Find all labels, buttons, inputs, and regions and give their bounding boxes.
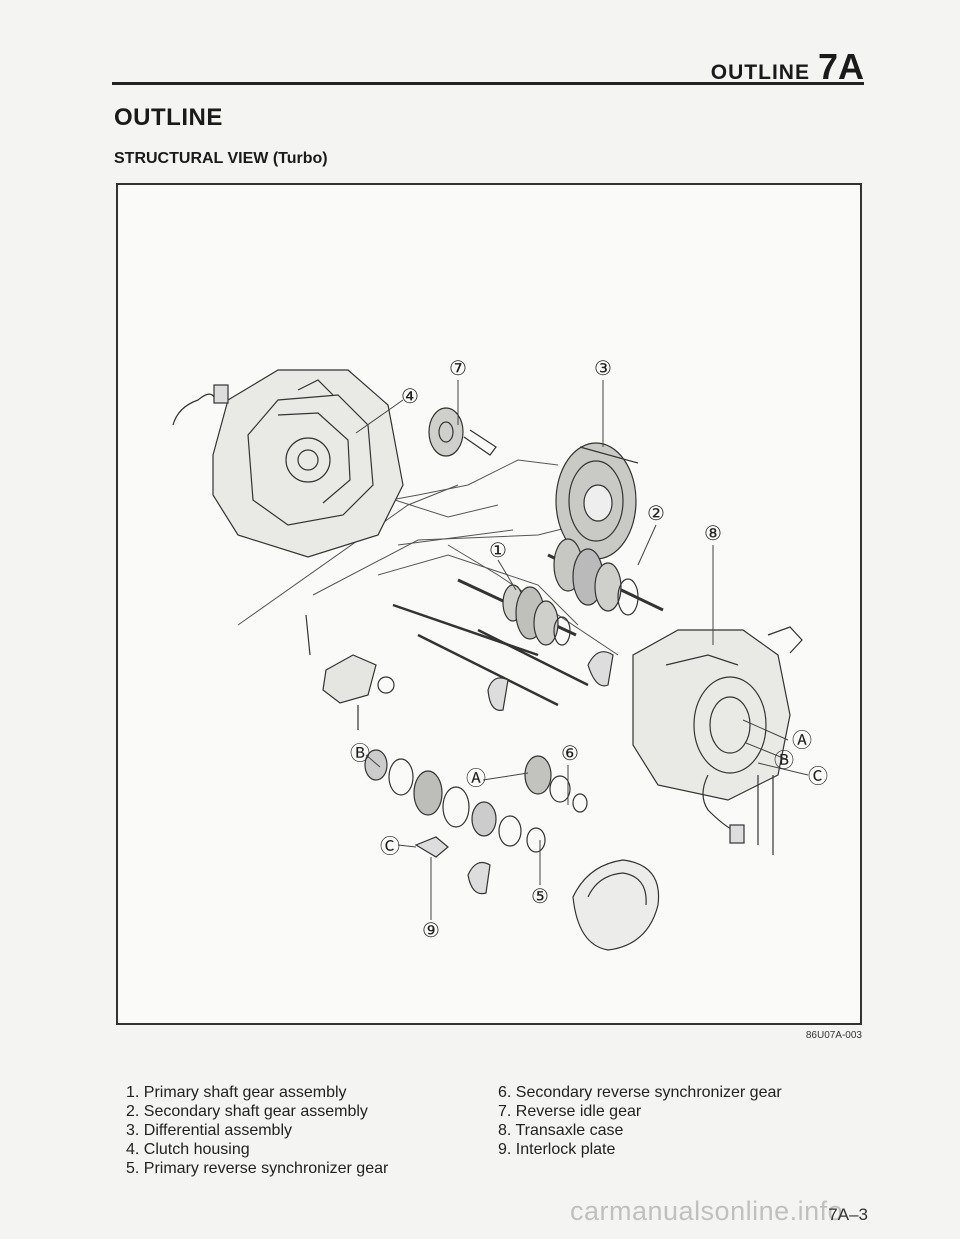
- legend-item: 1. Primary shaft gear assembly: [126, 1084, 347, 1101]
- callout-a-left: Ⓐ: [466, 766, 486, 790]
- primary-shaft-part: [457, 578, 577, 646]
- callout-c-right: Ⓒ: [808, 764, 828, 788]
- legend-left: 1. Primary shaft gear assembly 2. Second…: [126, 1083, 388, 1178]
- clutch-housing-part: [212, 369, 404, 558]
- legend-item: 6. Secondary reverse synchronizer gear: [498, 1084, 782, 1101]
- reverse-synchronizer-gears-part: [364, 749, 588, 853]
- interlock-plate-part: [414, 836, 491, 895]
- callout-b-left: Ⓑ: [350, 741, 370, 765]
- page-header: OUTLINE 7A: [112, 42, 864, 87]
- legend-item: 7. Reverse idle gear: [498, 1103, 642, 1120]
- legend-item: 9. Interlock plate: [498, 1141, 616, 1158]
- header-section-word: OUTLINE: [710, 61, 810, 84]
- header-chapter-number: 7A: [817, 46, 864, 87]
- harness-part: [702, 774, 774, 855]
- callout-6: ⑥: [561, 741, 579, 765]
- exploded-view-drawing: ⑦ ③ ④ ② ① ⑧ ⑥ ⑤ ⑨ Ⓑ Ⓐ Ⓒ Ⓐ Ⓑ Ⓒ: [172, 356, 828, 951]
- callout-4: ④: [401, 384, 419, 408]
- legend-item: 8. Transaxle case: [498, 1122, 624, 1139]
- subsection-title: STRUCTURAL VIEW (Turbo): [114, 150, 328, 167]
- transaxle-case-part: [632, 626, 803, 801]
- legend-item: 4. Clutch housing: [126, 1141, 250, 1158]
- legend-right: 6. Secondary reverse synchronizer gear 7…: [498, 1083, 782, 1159]
- callout-3: ③: [594, 356, 612, 380]
- callout-c-left: Ⓒ: [380, 834, 400, 858]
- callout-8: ⑧: [704, 521, 722, 545]
- side-cover-part: [572, 859, 660, 951]
- structural-view-figure: ⑦ ③ ④ ② ① ⑧ ⑥ ⑤ ⑨ Ⓑ Ⓐ Ⓒ Ⓐ Ⓑ Ⓒ: [116, 183, 862, 1025]
- legend-item: 3. Differential assembly: [126, 1122, 292, 1139]
- callout-2: ②: [647, 501, 665, 525]
- watermark: carmanualsonline.info: [570, 1196, 844, 1226]
- header-text: OUTLINE 7A: [711, 46, 864, 88]
- figure-code: 86U07A-003: [805, 1030, 862, 1041]
- secondary-shaft-part: [547, 538, 664, 616]
- reverse-idle-gear-part: [428, 407, 497, 457]
- shift-rods-part: [392, 603, 614, 711]
- legend-item: 5. Primary reverse synchronizer gear: [126, 1160, 389, 1177]
- callout-5: ⑤: [531, 884, 549, 908]
- callout-1: ①: [489, 538, 507, 562]
- callout-9: ⑨: [422, 918, 440, 942]
- callout-leaders: [355, 380, 809, 920]
- callout-a-right: Ⓐ: [792, 728, 812, 752]
- speed-sensor-part: [172, 384, 229, 426]
- callout-b-right: Ⓑ: [774, 748, 794, 772]
- header-rule: [112, 82, 864, 85]
- page-number: 7A–3: [828, 1205, 868, 1224]
- legend-item: 2. Secondary shaft gear assembly: [126, 1103, 368, 1120]
- selector-plate-part: [305, 614, 395, 730]
- guide-lines: [237, 459, 619, 656]
- section-title: OUTLINE: [114, 104, 223, 131]
- callout-7: ⑦: [449, 356, 467, 380]
- differential-part: [555, 442, 639, 560]
